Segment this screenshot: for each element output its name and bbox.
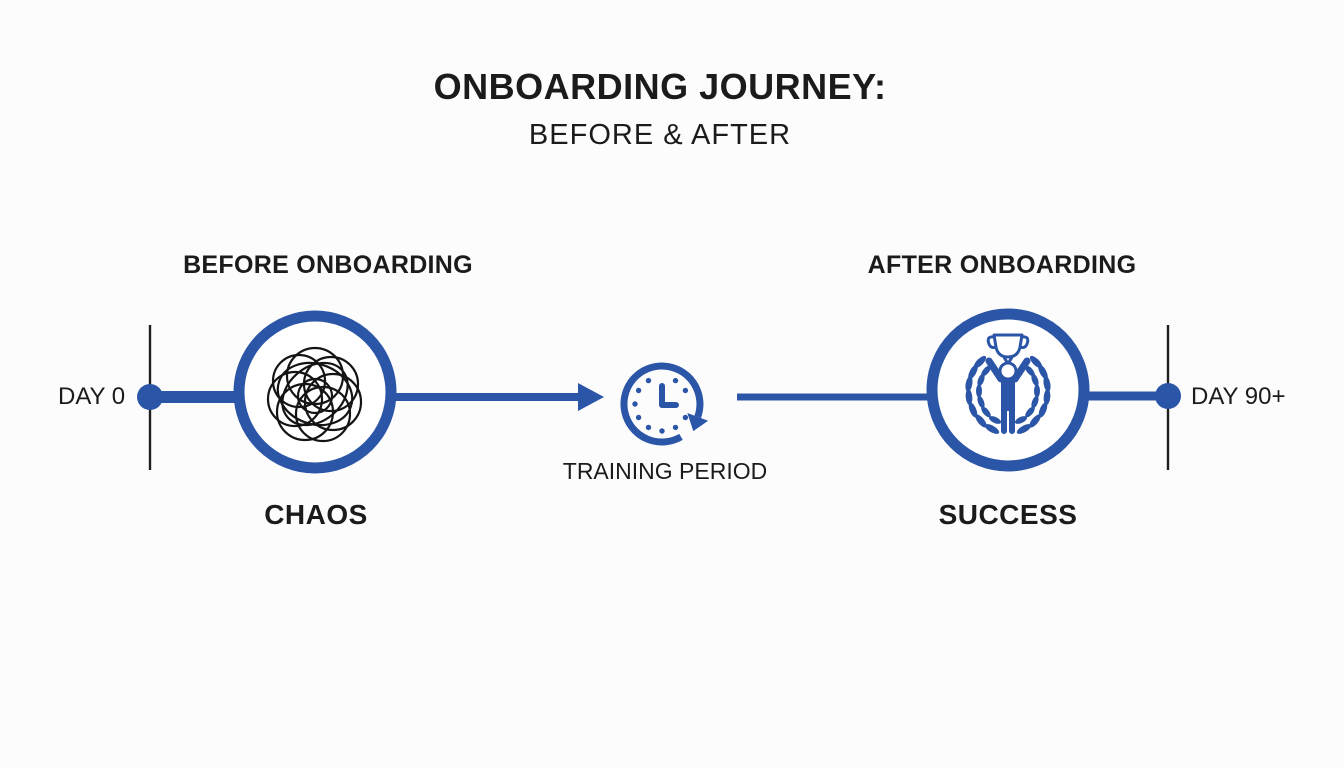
winner-trophy-laurel-icon — [965, 333, 1051, 434]
tangled-scribble-icon — [266, 346, 363, 443]
timeline-arrowhead — [578, 383, 604, 411]
training-period-label: TRAINING PERIOD — [562, 458, 768, 484]
day-90-label: DAY 90+ — [1191, 383, 1286, 410]
timeline-end-dot — [1155, 383, 1181, 409]
chaos-circle — [233, 310, 397, 474]
laurel-left — [965, 355, 1002, 434]
clock-history-icon — [620, 362, 709, 446]
after-onboarding-heading: AFTER ONBOARDING — [867, 251, 1137, 279]
before-onboarding-heading: BEFORE ONBOARDING — [183, 251, 473, 279]
laurel-right — [1014, 355, 1051, 434]
page-title: ONBOARDING JOURNEY: — [433, 66, 887, 107]
winner-figure — [985, 357, 1031, 434]
page-subtitle: BEFORE & AFTER — [528, 119, 792, 151]
day-0-label: DAY 0 — [58, 383, 126, 410]
success-caption: SUCCESS — [938, 499, 1078, 530]
chaos-caption: CHAOS — [264, 499, 368, 530]
